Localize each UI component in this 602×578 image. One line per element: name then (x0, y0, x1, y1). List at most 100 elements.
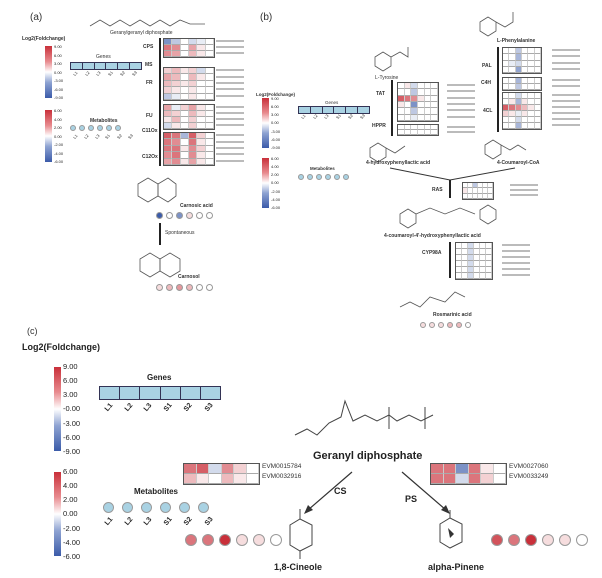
heatmap-cell (486, 273, 492, 279)
heatmap-cell (515, 117, 522, 123)
heatmap-cell (417, 89, 425, 96)
heatmap-cell (398, 83, 405, 90)
cineole-circles (185, 534, 282, 546)
heatmap-cell (431, 108, 438, 115)
heatmap-cell (515, 99, 522, 105)
illegible-gene-id (447, 130, 475, 133)
gene-ids-cps (216, 38, 244, 56)
spontaneous-label: Spontaneous (165, 230, 195, 236)
heatmap-cell (431, 474, 444, 484)
heatmap-cell (205, 158, 214, 165)
list-label: 6.00 (271, 104, 279, 110)
illegible-gene-id (552, 100, 580, 102)
heatmap-cell (205, 87, 214, 94)
heatmap-cell (188, 133, 198, 140)
heatmap-cell (462, 273, 468, 279)
heatmap-cell (404, 89, 412, 96)
heatmap-cell (468, 193, 473, 199)
list-label: L1 (72, 70, 80, 77)
illegible-gene-id (216, 153, 244, 156)
heatmap-cell (188, 111, 198, 117)
heatmap-cell (515, 105, 522, 111)
metabolite-circle (166, 284, 173, 291)
carnosic-acid-structure (137, 177, 177, 203)
heatmap-cell (172, 80, 181, 88)
heatmap-cell (462, 267, 468, 273)
metabolite-circle (447, 322, 453, 328)
enzyme-4cl: 4CL (483, 108, 493, 114)
heatmap-cell (456, 243, 462, 249)
heatmap-cell (424, 125, 432, 130)
list-label: L3 (93, 133, 101, 140)
heatmap-cell (184, 474, 197, 484)
panel-a-metab-circles (70, 125, 121, 131)
metabolite-circle (186, 212, 193, 219)
heatmap-cell (205, 68, 214, 75)
heatmap-cell (468, 255, 474, 261)
heatmap-cell (180, 105, 189, 111)
list-label: -6.00 (271, 136, 281, 142)
heatmap-cell (534, 84, 541, 90)
list-label: S1 (163, 515, 174, 528)
list-label: L1 (300, 113, 308, 120)
heatmap-cell (456, 249, 462, 255)
heatmap-cell (424, 95, 432, 102)
heatmap-cell (468, 243, 474, 249)
heatmap-cell (463, 188, 468, 194)
tyrosine-structure (374, 47, 409, 72)
heatmap-cell (486, 249, 492, 255)
panel-b-genes-label: Genes (325, 100, 339, 105)
enzyme-cps: CPS (143, 44, 154, 50)
list-label: -6.00 (63, 432, 81, 442)
heatmap-cell (197, 152, 206, 159)
heatmap-cell (188, 93, 198, 100)
heatmap-cell (197, 39, 206, 45)
list-label: 0.00 (63, 509, 78, 519)
list-label: -2.00 (271, 188, 281, 194)
metabolite-circle (298, 174, 304, 180)
heatmap-cell (424, 83, 432, 90)
gene-ids-c4h (552, 77, 580, 89)
metabolite-circle (236, 534, 248, 546)
heatmap-cell (509, 54, 516, 61)
metabolite-circle (202, 534, 214, 546)
metabolite-circle (176, 284, 183, 291)
carnosol-structure (139, 252, 181, 278)
list-label: -6.00 (271, 204, 281, 210)
heatmap-cell (503, 123, 510, 129)
heatmap-cell (398, 102, 405, 109)
heatmap-cell (180, 123, 189, 129)
heatmap-cell (398, 108, 405, 115)
list-label: S1 (106, 70, 114, 77)
panel-a-metabolites-label: Metabolites (90, 118, 118, 124)
heatmap-cell (172, 51, 181, 57)
panel-b-metab-colorbar (262, 158, 269, 208)
list-label: -6.00 (54, 159, 64, 164)
heatmap-cell (172, 145, 181, 153)
heatmap-cell (172, 68, 181, 75)
heatmap-cell (474, 255, 480, 261)
metabolite-circle (196, 212, 203, 219)
heatmap-cell (462, 243, 468, 249)
heatmap-cell (205, 39, 214, 45)
intermediate-label: 4-coumaroyl-4'-hydroxyphenyllactic acid (384, 233, 481, 239)
cineole-structure (289, 509, 313, 559)
heatmap-cell (188, 68, 198, 75)
list-label: S3 (203, 515, 215, 528)
heatmap-cell (515, 66, 522, 73)
heatmap-cell (398, 114, 405, 121)
heatmap-cell (188, 87, 198, 94)
enzyme-ras: RAS (432, 187, 443, 193)
heatmap-ras (462, 182, 494, 200)
list-label: -3.00 (63, 418, 81, 428)
heatmap-cell (417, 125, 425, 130)
heatmap-cell (411, 125, 418, 130)
list-label: 2.00 (271, 172, 279, 178)
gene-ids-pal (552, 47, 580, 72)
list-label: S3 (358, 113, 366, 120)
heatmap-cell (197, 80, 206, 88)
